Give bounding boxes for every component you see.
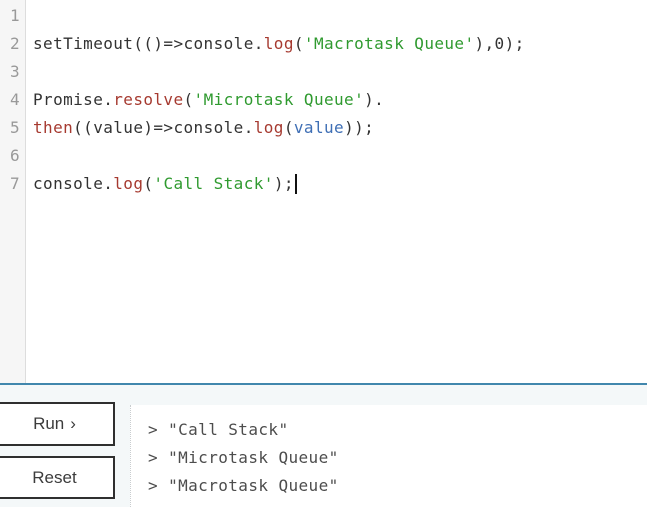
token-method: log: [263, 34, 294, 53]
token-default: (: [183, 90, 194, 109]
code-line[interactable]: 7 console.log('Call Stack');: [0, 170, 647, 198]
token-default: (: [283, 118, 294, 137]
console-log-line: > "Microtask Queue": [148, 444, 647, 472]
line-number: 4: [9, 90, 20, 109]
line-number-gutter: [0, 0, 26, 383]
reset-button[interactable]: Reset: [0, 456, 115, 499]
token-string: 'Call Stack': [153, 174, 274, 193]
token-default: );: [273, 174, 294, 193]
token-default: console.: [33, 174, 114, 193]
run-button[interactable]: Run ›: [0, 402, 115, 446]
code-line[interactable]: 6: [0, 142, 647, 170]
panel-divider: [0, 383, 647, 385]
line-number: 7: [9, 174, 20, 193]
code-text: then((value)=>console.log(value));: [33, 114, 374, 142]
reset-button-label: Reset: [32, 467, 77, 487]
console-log-text: "Call Stack": [168, 420, 289, 439]
code-line[interactable]: 1: [0, 2, 647, 30]
token-default: ((value)=>console.: [73, 118, 254, 137]
console-log-text: "Macrotask Queue": [168, 476, 339, 495]
line-number: 6: [9, 146, 20, 165]
console-log-line: > "Call Stack": [148, 416, 647, 444]
code-text: setTimeout(()=>console.log('Macrotask Qu…: [33, 30, 525, 58]
token-default: ),0);: [474, 34, 525, 53]
bottom-panel: Run › Reset > "Call Stack"> "Microtask Q…: [0, 385, 647, 507]
code-text: Promise.resolve('Microtask Queue').: [33, 86, 384, 114]
console-log-line: > "Macrotask Queue": [148, 472, 647, 500]
token-default: setTimeout(()=>console.: [33, 34, 264, 53]
text-cursor: [294, 173, 297, 194]
run-chevron-icon: ›: [70, 414, 76, 433]
console-prompt: >: [148, 420, 169, 439]
code-line[interactable]: 5 then((value)=>console.log(value));: [0, 114, 647, 142]
token-default: (: [143, 174, 154, 193]
token-method: then: [33, 118, 74, 137]
token-method: resolve: [113, 90, 184, 109]
token-string: 'Microtask Queue': [193, 90, 365, 109]
console-log-text: "Microtask Queue": [168, 448, 339, 467]
token-default: (: [293, 34, 304, 53]
token-default: ).: [364, 90, 385, 109]
run-button-label: Run: [33, 414, 65, 433]
token-method: log: [253, 118, 284, 137]
console-output: > "Call Stack"> "Microtask Queue"> "Macr…: [130, 405, 647, 507]
console-prompt: >: [148, 476, 169, 495]
line-number: 2: [9, 34, 20, 53]
token-method: log: [113, 174, 144, 193]
token-variable: value: [293, 118, 345, 137]
line-number: 5: [9, 118, 20, 137]
console-prompt: >: [148, 448, 169, 467]
token-string: 'Macrotask Queue': [303, 34, 475, 53]
token-default: Promise.: [33, 90, 114, 109]
code-line[interactable]: 2 setTimeout(()=>console.log('Macrotask Q…: [0, 30, 647, 58]
token-default: ));: [344, 118, 375, 137]
line-number: 1: [9, 6, 20, 25]
code-text: console.log('Call Stack');: [33, 170, 297, 198]
code-line[interactable]: 4 Promise.resolve('Microtask Queue').: [0, 86, 647, 114]
line-number: 3: [9, 62, 20, 81]
code-line[interactable]: 3: [0, 58, 647, 86]
